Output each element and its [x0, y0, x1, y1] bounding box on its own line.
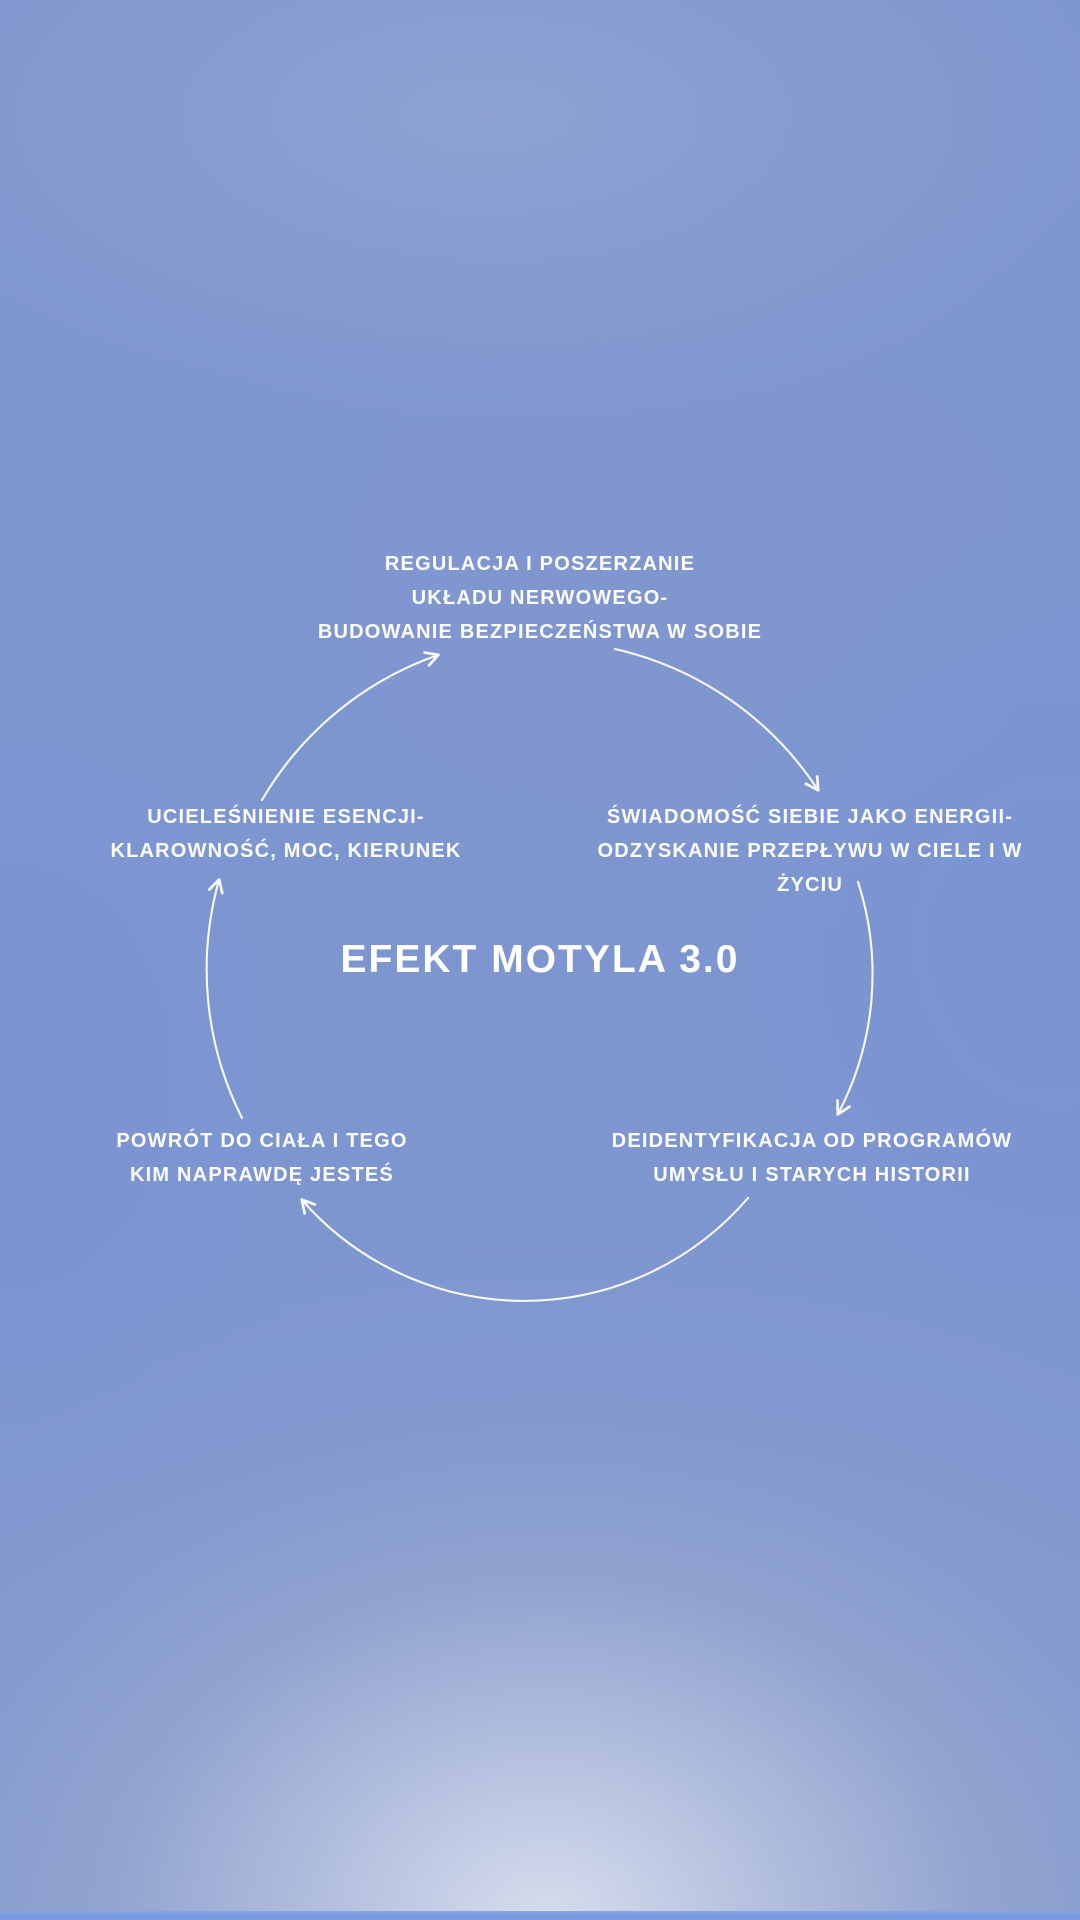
node-line: ODZYSKANIE PRZEPŁYWU W CIELE I W	[597, 840, 1023, 862]
node-powrot: POWRÓT DO CIAŁA I TEGO KIM NAPRAWDĘ JEST…	[116, 1124, 407, 1192]
node-line: POWRÓT DO CIAŁA I TEGO	[116, 1130, 408, 1152]
node-ucielesnienie: UCIELEŚNIENIE ESENCJI- KLAROWNOŚĆ, MOC, …	[110, 800, 461, 868]
node-line: KIM NAPRAWDĘ JESTEŚ	[130, 1164, 394, 1186]
node-line: ŻYCIU	[776, 874, 843, 896]
diagram-title: EFEKT MOTYLA 3.0	[340, 938, 740, 981]
node-line: UKŁADU NERWOWEGO-	[411, 587, 669, 609]
arrow-bottom-left-to-left	[205, 878, 244, 1120]
node-regulacja: REGULACJA I POSZERZANIE UKŁADU NERWOWEGO…	[318, 547, 762, 649]
arrow-right-to-bottom-right	[836, 880, 874, 1116]
node-line: REGULACJA I POSZERZANIE	[384, 553, 696, 575]
node-line: ŚWIADOMOŚĆ SIEBIE JAKO ENERGII-	[606, 806, 1014, 828]
node-line: BUDOWANIE BEZPIECZEŃSTWA W SOBIE	[317, 621, 763, 643]
arrow-bottom-right-to-bottom-left	[300, 1196, 750, 1302]
node-line: KLAROWNOŚĆ, MOC, KIERUNEK	[110, 840, 462, 862]
node-line: UMYSŁU I STARYCH HISTORII	[653, 1164, 971, 1186]
node-line: DEIDENTYFIKACJA OD PROGRAMÓW	[611, 1130, 1013, 1152]
arrow-left-to-top	[260, 651, 440, 802]
arrow-top-to-right	[613, 647, 820, 792]
node-line: UCIELEŚNIENIE ESENCJI-	[147, 806, 425, 828]
node-deidentyfikacja: DEIDENTYFIKACJA OD PROGRAMÓW UMYSŁU I ST…	[612, 1124, 1013, 1192]
bottom-accent-bar	[0, 1911, 1080, 1920]
node-swiadomosc: ŚWIADOMOŚĆ SIEBIE JAKO ENERGII- ODZYSKAN…	[597, 800, 1022, 902]
